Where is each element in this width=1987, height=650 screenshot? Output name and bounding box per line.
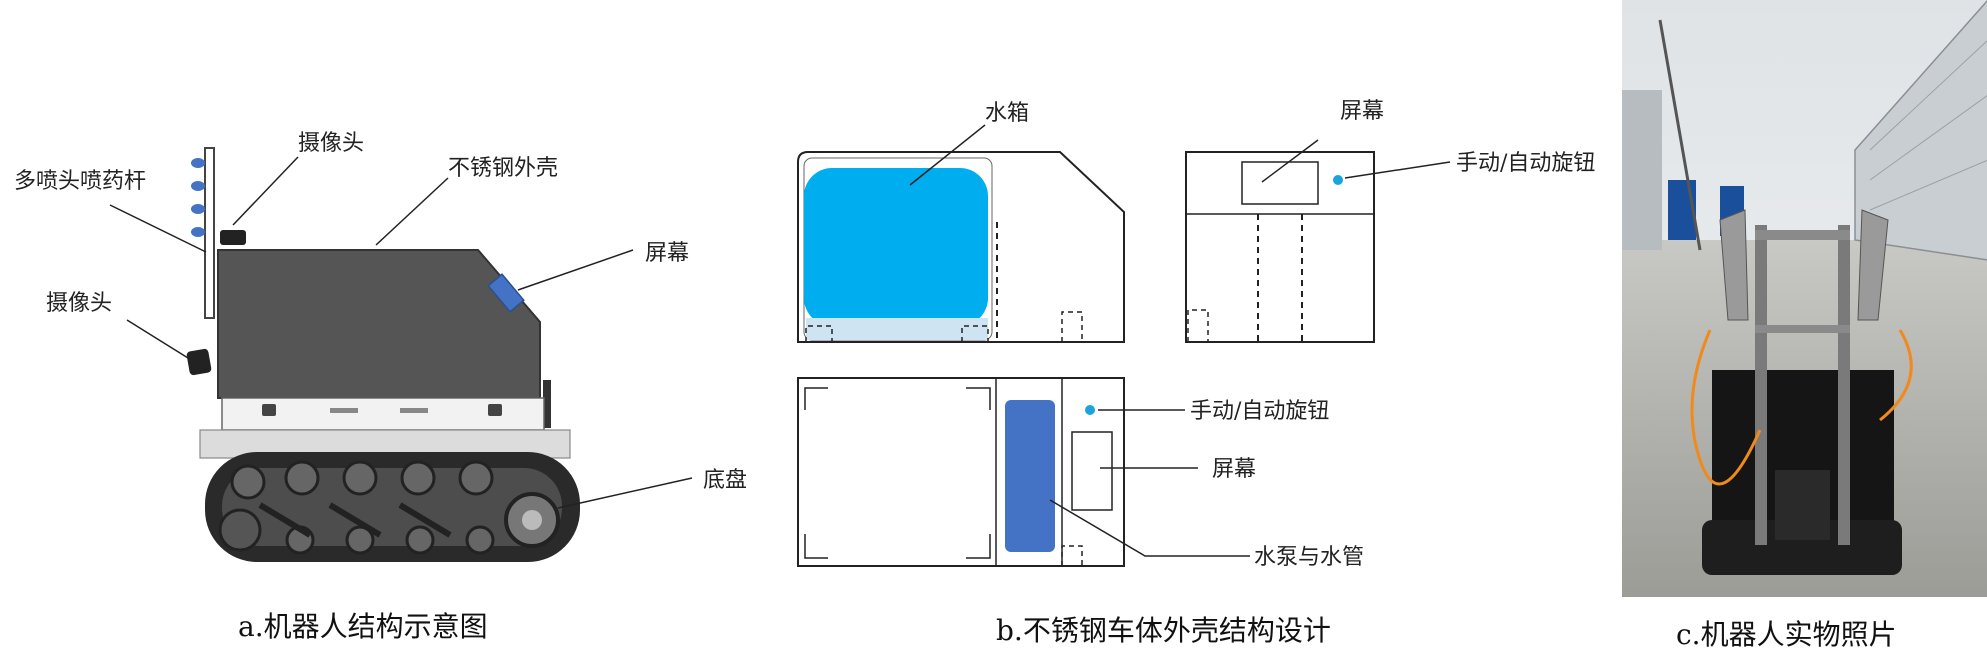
water-pump	[1005, 400, 1055, 552]
corner-mark	[804, 387, 828, 410]
robot-frame	[1755, 230, 1850, 240]
panel-b-shell-design: 水箱 屏幕 手动/自动旋钮 手动/自动旋钮 屏幕 水泵与水管 b.不锈钢车体外壳…	[797, 99, 1595, 647]
top-view-outline	[797, 377, 1125, 567]
label-screen: 屏幕	[645, 241, 689, 266]
label-screen-top: 屏幕	[1340, 99, 1384, 124]
panel-a-robot-diagram: 摄像头 多喷头喷药杆 不锈钢外壳 屏幕 摄像头 底盘 a.机器人结构示意图	[14, 131, 747, 643]
top-screen	[1071, 431, 1113, 511]
orange-hose	[1690, 329, 1762, 486]
corner-mark	[966, 534, 991, 559]
water-tank-base	[806, 318, 988, 340]
label-camera-top: 摄像头	[298, 131, 364, 156]
spray-boom-left	[1719, 209, 1749, 321]
chassis-vent	[330, 408, 358, 413]
label-knob-bottom: 手动/自动旋钮	[1190, 399, 1329, 424]
leader-pump	[1049, 499, 1250, 557]
spray-boom-right	[1857, 209, 1889, 321]
corner-mark	[966, 387, 991, 410]
blue-barrel	[1668, 180, 1696, 240]
top-foot	[1061, 545, 1083, 566]
leader-camera-top	[232, 156, 299, 226]
label-water-tank: 水箱	[985, 101, 1029, 126]
leader-shell	[375, 177, 449, 246]
caption-a: a.机器人结构示意图	[238, 610, 488, 643]
side-foot	[805, 325, 833, 342]
screen-a	[487, 273, 525, 313]
label-shell: 不锈钢外壳	[448, 156, 558, 181]
label-chassis: 底盘	[703, 468, 747, 493]
robot-tracks	[1702, 520, 1902, 575]
knob-dot-top	[1333, 175, 1343, 185]
side-post	[543, 380, 551, 428]
caption-b: b.不锈钢车体外壳结构设计	[996, 614, 1331, 647]
leader-spray-boom	[109, 204, 207, 253]
label-pump: 水泵与水管	[1254, 545, 1364, 570]
nozzle-icon	[191, 227, 205, 237]
spray-boom	[204, 147, 215, 319]
water-tank	[804, 168, 988, 326]
leader-camera-side	[126, 319, 189, 359]
track-links	[258, 502, 452, 538]
robot-frame	[1755, 225, 1767, 545]
greenhouse	[1854, 0, 1987, 261]
side-foot	[1061, 311, 1083, 342]
greenhouse-lines	[1869, 40, 1987, 211]
left-structure	[1622, 90, 1662, 250]
label-spray-boom: 多喷头喷药杆	[14, 169, 146, 194]
stainless-shell	[217, 249, 541, 399]
side-foot	[961, 325, 989, 342]
knob-dot-bottom	[1085, 405, 1095, 415]
leader-water-tank	[909, 124, 986, 186]
panel-c-robot-photo: c.机器人实物照片	[1622, 0, 1987, 650]
chassis-bolt	[488, 404, 502, 416]
robot-rear	[1775, 470, 1830, 540]
leader-knob-top	[1344, 161, 1451, 179]
chassis-vent	[400, 408, 428, 413]
side-camera-icon	[186, 348, 212, 376]
nozzle-icon	[191, 181, 205, 191]
nozzle-icon	[191, 204, 205, 214]
chassis-bolt	[262, 404, 276, 416]
robot-frame	[1838, 225, 1850, 545]
orange-hose	[1879, 329, 1913, 422]
leader-chassis	[557, 477, 693, 509]
front-foot	[1187, 309, 1209, 342]
robot-frame	[1755, 325, 1850, 333]
nozzle-icon	[191, 158, 205, 168]
caption-c: c.机器人实物照片	[1676, 618, 1897, 650]
pole	[1658, 19, 1702, 251]
label-knob-top: 手动/自动旋钮	[1456, 151, 1595, 176]
label-screen-bottom: 屏幕	[1212, 457, 1256, 482]
track-wheels	[218, 460, 560, 555]
leader-screen-top	[1261, 139, 1319, 183]
corner-mark	[804, 534, 828, 559]
top-camera-icon	[220, 230, 246, 245]
leader-screen	[517, 249, 634, 291]
label-camera-side: 摄像头	[46, 291, 112, 316]
